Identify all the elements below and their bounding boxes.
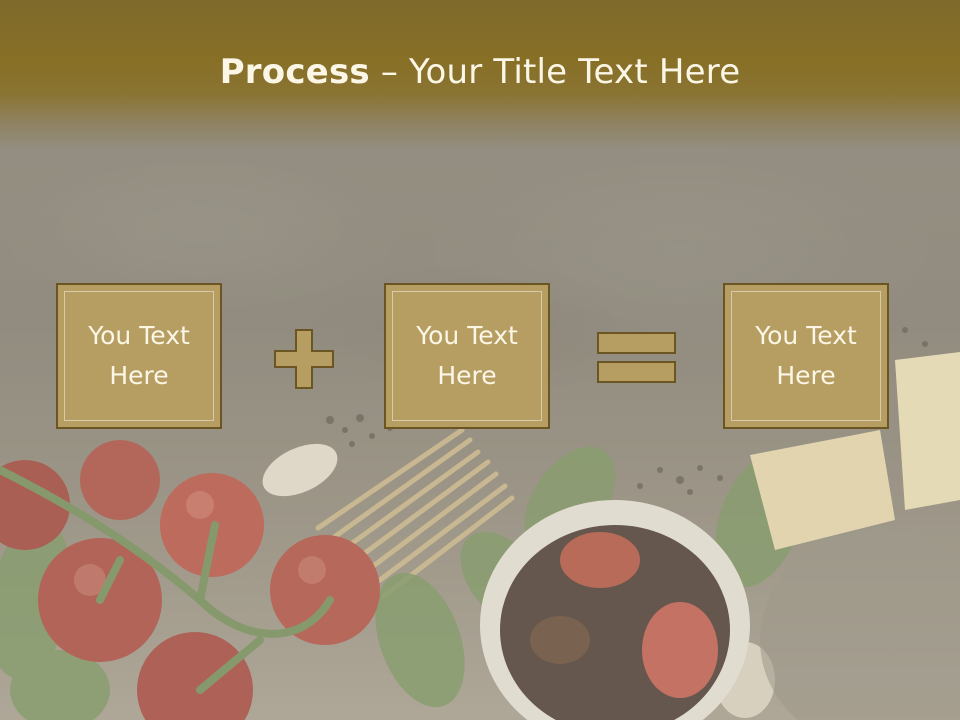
equals-icon (597, 332, 676, 383)
title-bold: Process (219, 52, 370, 92)
header-band: Process – Your Title Text Here (0, 0, 960, 150)
step-1-line-2: Here (109, 361, 169, 390)
title-rest: – Your Title Text Here (369, 52, 741, 92)
step-2-line-1: You Text (416, 321, 518, 350)
step-1-line-1: You Text (88, 321, 190, 350)
step-2-line-2: Here (437, 361, 497, 390)
plus-icon (274, 329, 334, 389)
result-line-2: Here (776, 361, 836, 390)
result-line-1: You Text (755, 321, 857, 350)
slide-title: Process – Your Title Text Here (0, 52, 960, 92)
